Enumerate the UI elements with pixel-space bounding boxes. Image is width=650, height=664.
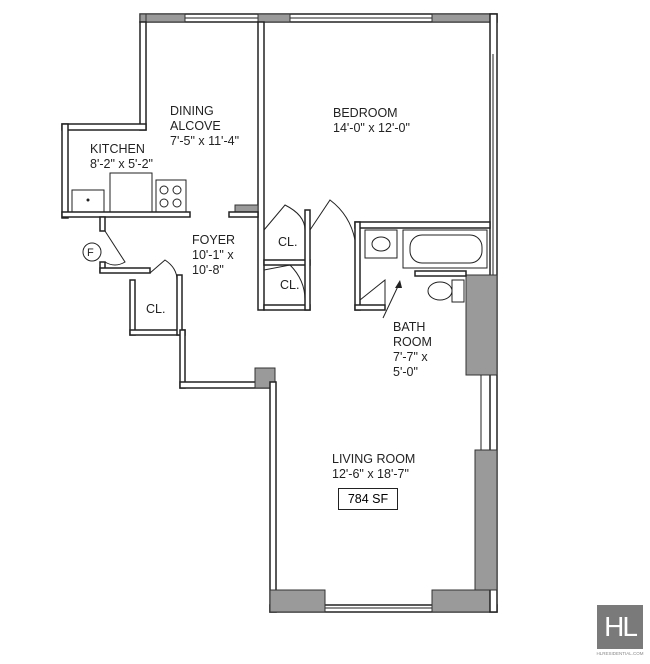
dining-name-2: ALCOVE xyxy=(170,119,221,133)
doors xyxy=(104,199,386,305)
bathtub-icon xyxy=(402,229,488,269)
entry-marker-icon xyxy=(82,242,102,262)
kitchen-label: KITCHEN 8'-2" x 5'-2" xyxy=(90,142,153,172)
living-name: LIVING ROOM xyxy=(332,452,416,466)
refrigerator-icon xyxy=(109,172,153,213)
closet-label-2: CL. xyxy=(280,278,300,292)
fixtures xyxy=(71,172,488,319)
area-badge: 784 SF xyxy=(338,488,398,510)
foyer-label: FOYER 10'-1" x 10'-8" xyxy=(192,233,235,278)
brand-logo: HL xyxy=(597,605,643,649)
closet-label-1: CL. xyxy=(278,235,298,249)
bath-sink-icon xyxy=(364,229,398,259)
closet-label-3: CL. xyxy=(146,302,166,316)
sink-icon xyxy=(71,189,105,213)
living-dims: 12'-6" x 18'-7" xyxy=(332,467,409,481)
bedroom-label: BEDROOM 14'-0" x 12'-0" xyxy=(333,106,410,136)
stove-icon xyxy=(155,179,187,213)
bath-name-1: BATH xyxy=(393,320,426,334)
foyer-dims-1: 10'-1" x xyxy=(192,248,234,262)
toilet-icon xyxy=(427,281,453,301)
bedroom-dims: 14'-0" x 12'-0" xyxy=(333,121,410,135)
bedroom-name: BEDROOM xyxy=(333,106,398,120)
dining-dims: 7'-5" x 11'-4" xyxy=(170,134,240,148)
foyer-name: FOYER xyxy=(192,233,236,247)
entry-marker-label: F xyxy=(87,247,94,259)
foyer-dims-2: 10'-8" xyxy=(192,263,224,277)
bath-name-2: ROOM xyxy=(393,335,432,349)
exterior-walls xyxy=(61,13,498,613)
bath-dims-2: 5'-0" xyxy=(393,365,418,379)
brand-site: HLRESIDENTIAL.COM xyxy=(596,651,644,656)
kitchen-dims: 8'-2" x 5'-2" xyxy=(90,157,153,171)
living-label: LIVING ROOM 12'-6" x 18'-7" xyxy=(332,452,415,482)
kitchen-name: KITCHEN xyxy=(90,142,145,156)
dining-label: DINING ALCOVE 7'-5" x 11'-4" xyxy=(170,104,239,149)
bath-label: BATH ROOM 7'-7" x 5'-0" xyxy=(393,320,432,380)
interior-walls xyxy=(228,21,491,311)
dining-name-1: DINING xyxy=(170,104,214,118)
bath-dims-1: 7'-7" x xyxy=(393,350,428,364)
